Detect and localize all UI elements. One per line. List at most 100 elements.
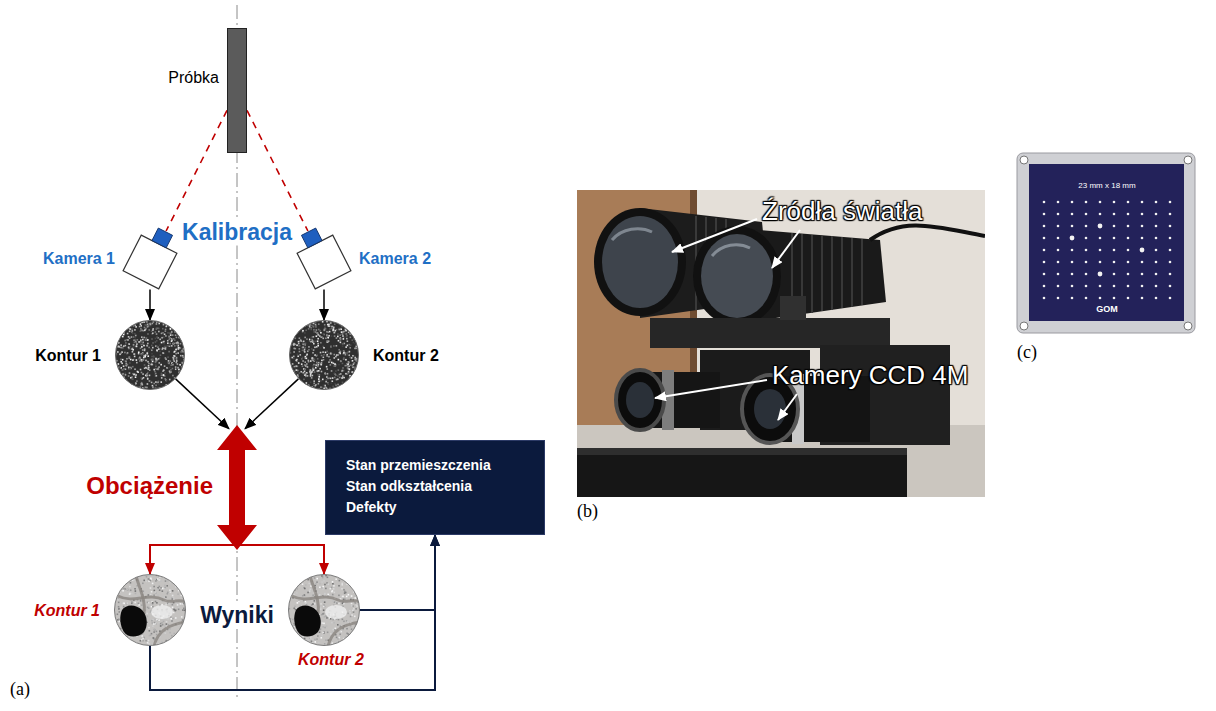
connector bbox=[149, 289, 151, 320]
plate-brand: GOM bbox=[1096, 304, 1118, 315]
calibration-dot bbox=[1071, 201, 1074, 204]
speckle-contour-shape bbox=[289, 320, 359, 390]
calibration-dot bbox=[1155, 273, 1158, 276]
calibration-dot bbox=[1099, 213, 1102, 216]
camera-icon: Kamera 1 bbox=[115, 215, 185, 295]
calibration-dot bbox=[1098, 272, 1103, 277]
calibration-dot bbox=[1071, 261, 1074, 264]
specimen-bar-shape bbox=[227, 28, 247, 153]
plate-dimension: 23 mm x 18 mm bbox=[1078, 181, 1135, 191]
calibration-dot bbox=[1043, 201, 1046, 204]
specimen-bar: Próbka bbox=[227, 28, 247, 153]
calibration-dot bbox=[1140, 248, 1145, 253]
calibration-dot bbox=[1155, 285, 1158, 288]
calibration-dot bbox=[1169, 201, 1172, 204]
calibration-dot bbox=[1169, 285, 1172, 288]
calibration-dot bbox=[1113, 225, 1116, 228]
calibration-dot bbox=[1141, 297, 1144, 300]
calibration-dot bbox=[1043, 273, 1046, 276]
calibration-dot bbox=[1127, 213, 1130, 216]
calibration-dot bbox=[1043, 225, 1046, 228]
calibration-dot bbox=[1127, 285, 1130, 288]
calibration-dot bbox=[1169, 237, 1172, 240]
results-box: Stan przemieszczeniaStan odkształceniaDe… bbox=[325, 440, 545, 535]
contour-label: Kontur 2 bbox=[298, 650, 364, 669]
calibration-dot bbox=[1169, 213, 1172, 216]
calibration-dot bbox=[1141, 273, 1144, 276]
calibration-dot bbox=[1057, 201, 1060, 204]
result-item: Stan przemieszczenia bbox=[346, 455, 524, 476]
setup-photo bbox=[577, 190, 985, 497]
contour-label: Kontur 1 bbox=[35, 346, 101, 365]
calibration-dot bbox=[1155, 225, 1158, 228]
calibration-dot bbox=[1113, 273, 1116, 276]
calibration-dot bbox=[1127, 201, 1130, 204]
calibration-plate bbox=[1017, 153, 1195, 333]
calibration-dot bbox=[1169, 273, 1172, 276]
calibration-dot bbox=[1141, 213, 1144, 216]
calibration-dot bbox=[1127, 261, 1130, 264]
calibration-dot bbox=[1085, 297, 1088, 300]
calibration-dot bbox=[1169, 249, 1172, 252]
connector bbox=[247, 110, 308, 231]
calibration-dot bbox=[1127, 273, 1130, 276]
calibration-dot bbox=[1113, 201, 1116, 204]
calibration-dot bbox=[1155, 237, 1158, 240]
calibration-dot bbox=[1113, 261, 1116, 264]
calibration-dot bbox=[1099, 297, 1102, 300]
result-item: Defekty bbox=[346, 497, 524, 518]
calibration-dot bbox=[1113, 213, 1116, 216]
calibration-dot bbox=[1169, 261, 1172, 264]
calibration-dot bbox=[1043, 297, 1046, 300]
calibration-dot bbox=[1141, 261, 1144, 264]
calibration-dot bbox=[1099, 261, 1102, 264]
calibration-dot bbox=[1043, 285, 1046, 288]
contour-label: Kontur 2 bbox=[373, 346, 439, 365]
camera-label: Kamera 1 bbox=[43, 249, 115, 268]
calibration-dot bbox=[1057, 285, 1060, 288]
photo-callout: Kamery CCD 4M bbox=[772, 360, 968, 390]
calibration-dot bbox=[1113, 285, 1116, 288]
load-arrow-shape bbox=[217, 425, 257, 550]
connector bbox=[150, 535, 435, 690]
calibration-dot bbox=[1099, 285, 1102, 288]
calibration-dot bbox=[1071, 297, 1074, 300]
calibration-dot bbox=[1127, 249, 1130, 252]
calibration-dot bbox=[1155, 297, 1158, 300]
connector bbox=[360, 535, 435, 610]
calibration-dot bbox=[1141, 225, 1144, 228]
calibration-dot bbox=[1043, 213, 1046, 216]
calibration-dot bbox=[1155, 213, 1158, 216]
camera-label: Kamera 2 bbox=[359, 249, 431, 268]
calibration-dot bbox=[1057, 249, 1060, 252]
stage-title: Kalibracja bbox=[179, 219, 295, 246]
panel-letter: (b) bbox=[577, 501, 598, 522]
connector bbox=[323, 289, 325, 320]
calibration-dot bbox=[1071, 225, 1074, 228]
calibration-dot bbox=[1057, 261, 1060, 264]
specimen-label: Próbka bbox=[168, 68, 219, 87]
calibration-dot bbox=[1043, 237, 1046, 240]
result-contour: Kontur 1 bbox=[114, 574, 186, 646]
calibration-dot bbox=[1127, 297, 1130, 300]
calibration-dot bbox=[1057, 273, 1060, 276]
calibration-dot bbox=[1057, 297, 1060, 300]
calibration-dot bbox=[1169, 297, 1172, 300]
calibration-dot bbox=[1099, 201, 1102, 204]
calibration-dot bbox=[1085, 201, 1088, 204]
calibration-dot bbox=[1141, 201, 1144, 204]
speckle-contour-shape bbox=[115, 320, 185, 390]
connector bbox=[237, 545, 324, 574]
calibration-dot bbox=[1057, 213, 1060, 216]
calibration-dot bbox=[1071, 285, 1074, 288]
calibration-dot bbox=[1085, 249, 1088, 252]
calibration-dot bbox=[1113, 249, 1116, 252]
calibration-dot bbox=[1085, 225, 1088, 228]
contour-label: Kontur 1 bbox=[34, 601, 100, 620]
calibration-dot bbox=[1098, 224, 1103, 229]
calibration-dot bbox=[1155, 249, 1158, 252]
connector bbox=[150, 545, 237, 574]
speckle-contour: Kontur 2 bbox=[289, 320, 359, 390]
connector bbox=[245, 379, 298, 429]
load-label: Obciążenie bbox=[86, 472, 213, 500]
